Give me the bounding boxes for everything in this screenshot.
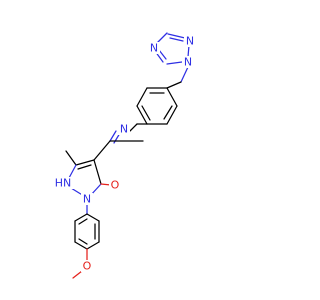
bond-ch2-aryl (166, 81, 182, 89)
imine-n-text: N (120, 123, 128, 136)
bond-aryl-3 (136, 105, 148, 125)
bond-lower-4 (74, 241, 88, 250)
phenyl-ring-lower (74, 213, 100, 250)
phenyl-ring-middle (136, 81, 182, 125)
atom-label-methoxy-o: O (81, 260, 93, 273)
pyrazole-nh-text: HN (55, 177, 72, 190)
bond-lower-inner-3 (78, 218, 88, 225)
bond-pz-c3-nh (68, 164, 77, 179)
atom-label-pyrazole-nh: HN (52, 177, 74, 190)
bond-lower-6 (74, 213, 88, 222)
molecule-structure-diagram: N N N N HN N O O (52, 32, 196, 279)
methoxy-o-text: O (83, 260, 92, 273)
pyrazole-n-text: N (83, 193, 91, 206)
bond-aryl-inner-2 (141, 105, 151, 121)
bond-lower-1 (86, 213, 100, 222)
triazole-n4-text: N (150, 42, 158, 55)
bond-triazole-c3-n2-double (169, 37, 184, 42)
bond-aryl-6 (166, 87, 178, 107)
bond-pz-c4-c3 (75, 159, 95, 166)
bond-lower-3 (86, 241, 100, 250)
bond-imine-n-c (109, 130, 117, 142)
bond-triazole-c5-n4-double (158, 49, 167, 60)
bond-lower-inner-2 (78, 238, 88, 245)
atom-label-triazole-n2: N (184, 35, 196, 48)
triazole-n1-text: N (184, 56, 192, 69)
bond-aryl-5 (166, 105, 178, 125)
atom-label-triazole-n1: N (182, 56, 194, 69)
bond-triazole-c3-n2 (167, 33, 186, 39)
bond-aryl-2 (136, 87, 148, 107)
bond-n1-ch2 (180, 66, 189, 83)
bond-pz-c3-c4-double (77, 164, 92, 170)
atom-label-imine-n: N (118, 123, 130, 136)
triazole-n2-text: N (186, 35, 194, 48)
bond-pz-c3-methyl (65, 150, 77, 166)
carbonyl-o-text: O (111, 179, 120, 192)
bond-pz-c4-c5 (93, 159, 102, 185)
atom-label-triazole-n4: N (148, 42, 160, 55)
atom-label-pyrazole-n: N (81, 193, 93, 206)
bond-aryl-imine-n (129, 123, 138, 132)
bond-aryl-inner-3 (163, 105, 173, 120)
bond-triazole-n1-c5 (166, 61, 183, 65)
bond-imine-c-pyrazole (93, 140, 111, 161)
atom-label-carbonyl-o: O (109, 179, 121, 192)
bond-methoxy-o-ch3 (72, 270, 83, 279)
